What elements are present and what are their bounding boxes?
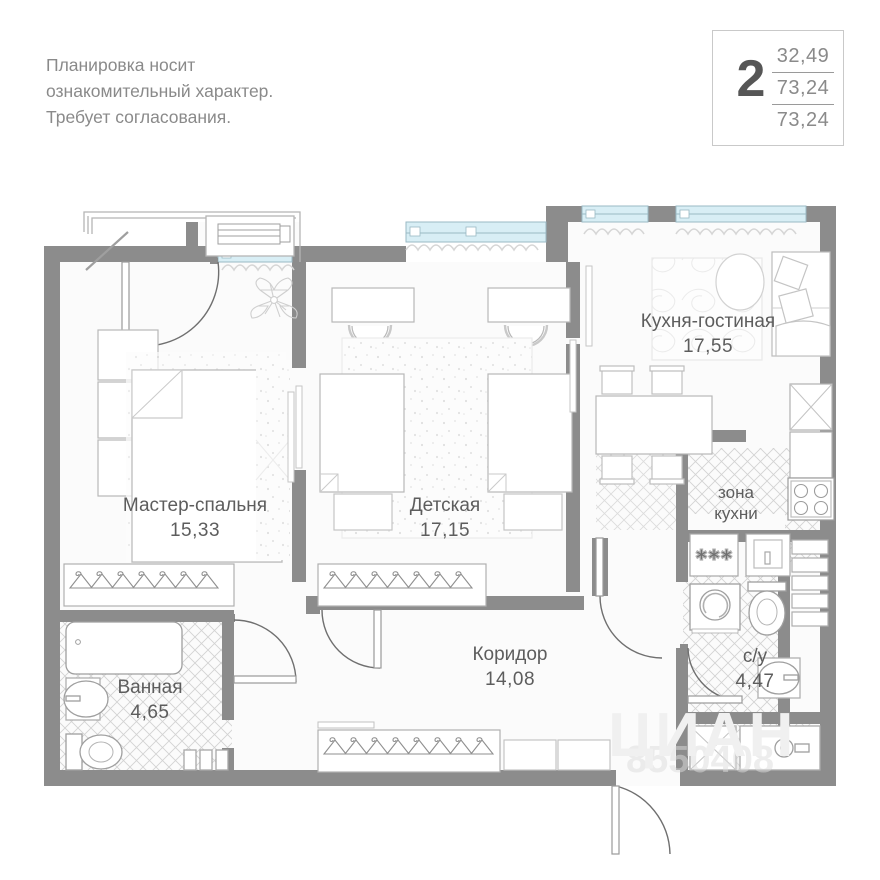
wardrobe-corridor (317, 729, 501, 773)
toilet-icon-wc (747, 581, 787, 636)
watermark-text: ЦИАН (608, 701, 796, 770)
balcony-loggia (83, 211, 301, 271)
washing-machine-icon (689, 583, 741, 634)
door-bathroom (228, 614, 297, 684)
disclaimer-line-1: Планировка носит (46, 55, 196, 75)
room-label-corridor: Коридор 14,08 (472, 644, 548, 690)
kitchen-units: ✱✱✱ (689, 383, 835, 627)
bed-child-1 (319, 373, 405, 493)
bed-foot-2 (503, 493, 563, 531)
console-2 (557, 739, 611, 771)
desk-1 (331, 287, 415, 323)
kitchen-living-furniture (585, 251, 831, 485)
window-kitchen-2 (675, 205, 807, 223)
room-label-kitchen-zone: зона кухни (714, 483, 758, 523)
window-children (405, 221, 547, 243)
wardrobes (63, 563, 611, 773)
children-room-furniture (295, 287, 577, 539)
area-full: 73,24 (776, 109, 830, 131)
counter-unit (789, 431, 833, 479)
room-label-master-bedroom: Мастер-спальня 15,33 (122, 495, 268, 541)
desk-2 (487, 287, 571, 323)
master-bedroom-furniture (97, 277, 298, 563)
bathroom-fixtures (63, 621, 229, 771)
balcony-radiator (217, 223, 291, 245)
sink-icon (63, 677, 109, 721)
cooktop-icon (787, 477, 835, 521)
dining-table-icon (595, 365, 713, 485)
room-label-bathroom: Ванная 4,65 (117, 677, 183, 723)
disclaimer-line-3: Требует согласования. (46, 107, 232, 127)
room-label-children: Детская 17,15 (409, 495, 481, 541)
room-label-wc: с/у 4,47 (735, 646, 775, 692)
kitchen-wall-unit (745, 533, 791, 577)
disclaimer-text: Планировка носит ознакомительный характе… (46, 52, 273, 130)
wardrobe-master (63, 563, 235, 607)
svg-text:8550408: 8550408 (626, 739, 774, 781)
bed-child-2 (487, 373, 573, 493)
bathtub-icon (65, 621, 183, 675)
watermark: 8550408 (626, 739, 774, 781)
pouf (715, 253, 765, 311)
door-entrance (608, 776, 671, 855)
corridor-rail (317, 721, 375, 729)
room-label-kitchen-living: Кухня-гостиная 17,55 (640, 311, 776, 357)
svg-text:✱✱✱: ✱✱✱ (695, 547, 733, 564)
door-kitchen (595, 537, 663, 659)
plant-icon (250, 277, 298, 319)
wc-fixtures (689, 581, 821, 771)
bed-foot-1 (333, 493, 393, 531)
room-count: 2 (736, 50, 766, 108)
doors (121, 258, 743, 855)
sink-icon-wc (757, 657, 801, 699)
door-wc (680, 644, 743, 704)
utility-lower (689, 725, 821, 771)
sofa-icon (771, 251, 831, 357)
wardrobe-children (317, 563, 487, 607)
area-living: 32,49 (772, 41, 834, 73)
area-stack: 32,49 73,24 73,24 (772, 41, 834, 136)
console-1 (503, 739, 557, 771)
bathroom-niche (183, 749, 229, 771)
shelving-unit (791, 539, 829, 627)
window-kitchen-1 (581, 205, 649, 223)
radiators (221, 228, 797, 272)
refrigerator-icon: ✱✱✱ (689, 533, 739, 577)
area-total: 73,24 (772, 73, 834, 105)
balcony-door (85, 216, 129, 271)
apartment-info-box: 2 32,49 73,24 73,24 (712, 30, 844, 146)
toilet-icon (65, 733, 123, 771)
disclaimer-line-2: ознакомительный характер. (46, 81, 274, 101)
